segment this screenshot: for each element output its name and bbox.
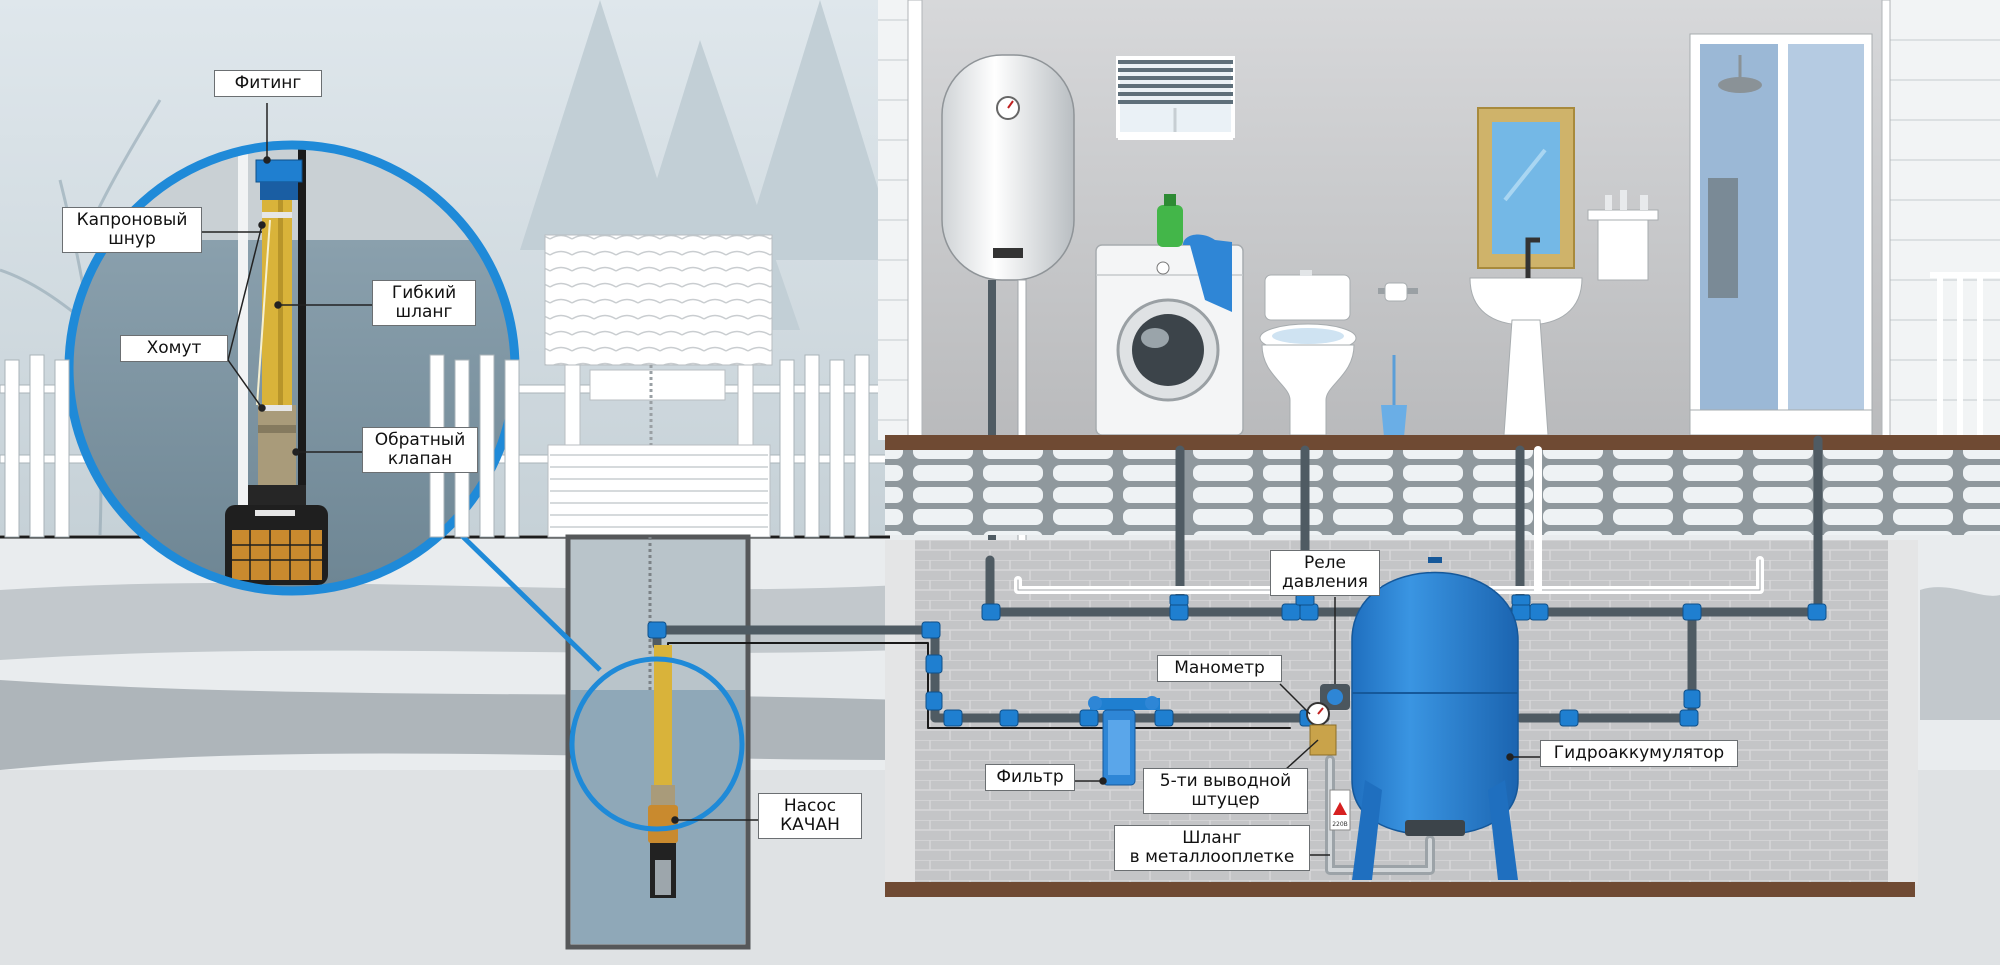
pipe-fittings: [647, 594, 1827, 727]
label-filter: Фильтр: [985, 764, 1075, 791]
toilet: [1259, 270, 1357, 436]
bathroom-floor: [885, 435, 2000, 450]
warning-sign-text: 220В: [1332, 821, 1348, 828]
label-clamp: Хомут: [120, 335, 228, 362]
water-heater: [941, 54, 1075, 581]
washing-machine: [1095, 194, 1244, 436]
basement-floor: [885, 882, 1915, 897]
hydro-accumulator: [1351, 557, 1519, 880]
small-zoom-circle: [569, 656, 745, 832]
porch-railing: [1930, 272, 2000, 440]
bath-shelf: [1587, 190, 1659, 281]
window: [1116, 56, 1235, 140]
soil-layer: [0, 582, 900, 660]
fence-pickets: [4, 354, 870, 538]
label-five-way-fitting: 5-ти выводной штуцер: [1143, 768, 1308, 814]
label-fitting: Фитинг: [214, 70, 322, 97]
five-way-fitting: [1309, 724, 1337, 756]
zoom-connector: [454, 528, 602, 672]
label-pump: Насос КАЧАН: [758, 793, 862, 839]
pressure-relay: [1320, 684, 1350, 710]
well-house: [544, 234, 773, 538]
toilet-brush: [1381, 355, 1407, 437]
water-filter: [1088, 696, 1160, 786]
label-accumulator: Гидроаккумулятор: [1540, 740, 1738, 767]
stone-foundation: [885, 450, 2000, 535]
label-kapron-cord: Капроновый шнур: [62, 207, 202, 253]
leader-lines: [202, 103, 1540, 856]
shower-cabin: [1689, 33, 1873, 436]
toilet-paper-holder: [1378, 282, 1418, 302]
label-braided-hose: Шланг в металлооплетке: [1114, 825, 1310, 871]
manometer-gauge: [1306, 702, 1330, 726]
warning-sign: 220В: [1329, 789, 1351, 831]
pump: [648, 645, 678, 898]
label-manometer: Манометр: [1157, 655, 1282, 682]
label-check-valve: Обратный клапан: [362, 427, 478, 473]
label-flexible-hose: Гибкий шланг: [372, 280, 476, 326]
sink: [1469, 237, 1583, 436]
label-pressure-relay: Реле давления: [1270, 550, 1380, 596]
house-siding-right: [1890, 0, 2000, 440]
